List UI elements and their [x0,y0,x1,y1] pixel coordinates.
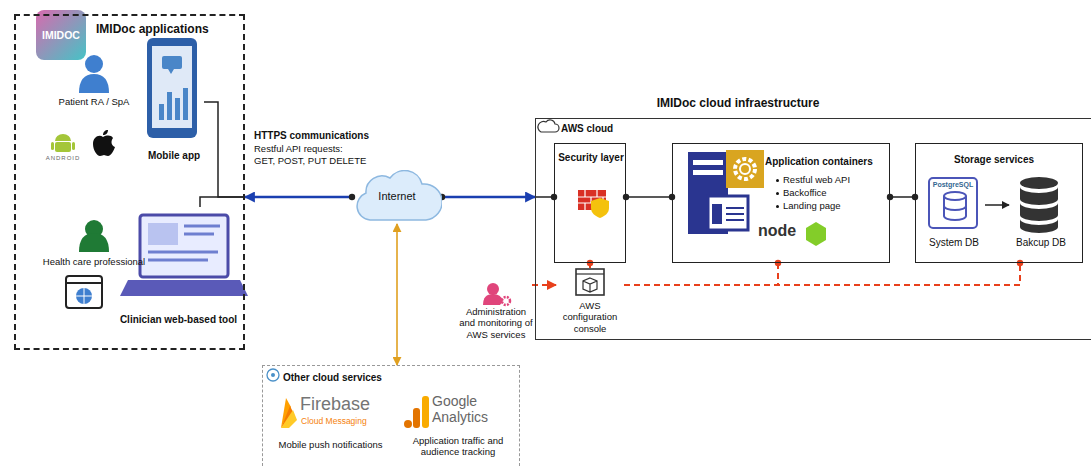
connector [624,263,778,285]
logo-text: PostgreSQL [926,181,980,189]
aws-region: IMIDoc cloud infraestructureAWS cloudSec… [535,92,1091,340]
logo-text: Firebase [300,394,385,416]
logo-text: Cloud Messaging [301,416,386,426]
node-title: IMIDoc applications [96,22,241,36]
node-text: Landing page [783,200,883,211]
node-title: AWS configuration console [554,300,626,334]
apple-icon [93,130,115,156]
console: AWS configuration console [556,268,624,338]
logo-text: ANDROID [40,155,86,162]
web-icon [66,276,102,308]
logo-text: IMIDOC [36,29,86,42]
database: Bakcup DB [1009,171,1073,253]
patient-icon [79,55,109,93]
connector [624,263,1020,285]
web-tool: Clinician web-based tool [110,207,247,332]
mobile-app: Mobile app [144,38,204,166]
tablet-icon [147,38,197,138]
logo-text: Google [432,393,512,410]
app-logo [36,10,86,60]
junction-dot [775,260,781,266]
connector [204,102,245,197]
connector [890,196,915,198]
internet-cloud: Internet [352,170,442,224]
junction-dot [1017,260,1023,266]
node-title: Application traffic and audience trackin… [399,435,517,458]
android-icon [51,134,75,152]
node-title: System DB [923,237,985,249]
laptop-icon [120,215,248,296]
connector [442,196,535,199]
console-icon [576,269,604,295]
storage-box: Storage servicesSystem DB Bakcup DB [915,143,1083,263]
security-box: Security layer [554,143,626,263]
junction-dot [623,194,629,200]
connector [245,196,352,199]
admin-actor: Administration and monitoring of AWS ser… [460,282,532,344]
junction-dot [349,194,355,200]
connector [200,197,245,207]
nodejs-hex [806,222,826,246]
node-title: Internet [352,190,442,203]
logo-text: node [758,221,808,240]
node-text: Restful web API [783,174,883,185]
logo-text: Analytics [432,409,512,426]
node-title: Storage services [954,154,1079,166]
connector [985,204,1009,206]
connector [626,196,672,198]
node-title: Security layer [555,152,627,164]
node-title: Mobile push notifications [273,439,388,450]
region-frame [535,118,1091,340]
node-title: IMIDoc cloud infraestructure [608,96,868,110]
node-title: Mobile app [144,150,204,162]
node-title: Bakcup DB [1009,237,1073,249]
aws-cloud-icon [538,120,559,132]
junction-dot [587,260,593,266]
node-title: Other cloud services [283,372,443,384]
node-text: AWS cloud [561,123,661,135]
app-group: IMIDoc applicationsMobile appClinician w… [14,14,245,350]
professional-icon [79,220,109,252]
server-icon [688,150,764,234]
admin-icon [483,283,510,305]
container-box: Application containersRestful web API Bac… [672,143,890,263]
protocol-note: HTTPS communications [254,130,404,142]
bullet-dot [776,205,779,208]
node-title: Administration and monitoring of AWS ser… [458,306,534,340]
node-text: Backoffice [783,187,883,198]
actor-label: Patient RA / SpA [44,96,144,107]
connector [396,224,398,365]
node-title: Clinician web-based tool [110,314,247,326]
backup-db-icon [1020,177,1058,233]
cloud-service-icon [267,369,279,381]
analytics-icon [404,396,429,428]
bullet-dot [776,179,779,182]
junction-dot [887,194,893,200]
firebase-icon [281,398,297,428]
protocol-note: GET, POST, PUT DELETE [254,155,404,166]
bullet-dot [776,192,779,195]
actor-label: Health care professional [30,256,158,267]
node-title: Application containers [765,156,889,168]
protocol-note: Restful API requests: [254,143,404,154]
firewall-icon [578,190,609,218]
